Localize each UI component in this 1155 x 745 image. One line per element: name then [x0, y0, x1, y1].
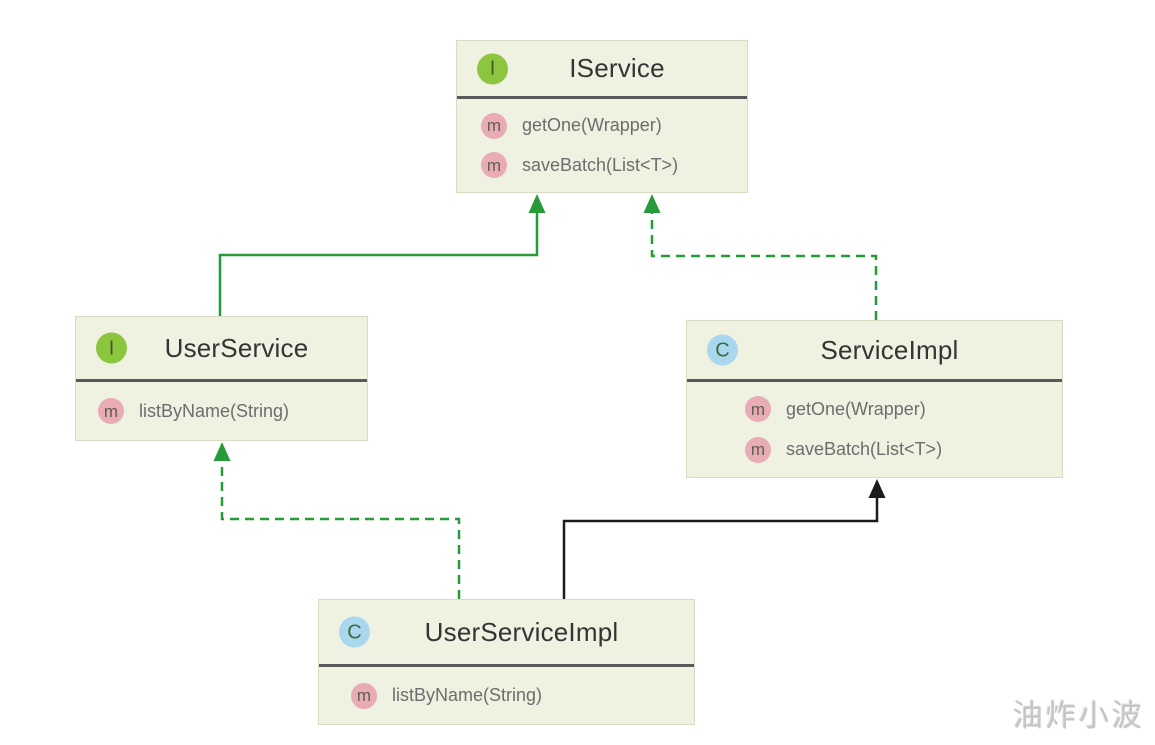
edge-serviceimpl-implements-iservice — [643, 194, 878, 320]
class-title: UserServiceImpl — [424, 616, 619, 647]
method-badge-icon: m — [745, 436, 771, 463]
method-label: listByName(String) — [392, 685, 543, 705]
method-row: m listByName(String) — [98, 398, 367, 424]
method-label: getOne(Wrapper) — [786, 398, 926, 419]
arrowhead-up-icon — [868, 479, 886, 498]
class-box-userserviceimpl[interactable]: C UserServiceImpl m listByName(String) — [318, 599, 695, 725]
class-header: I IService — [457, 41, 747, 99]
class-methods: m getOne(Wrapper) m saveBatch(List<T>) — [457, 99, 747, 192]
method-badge-icon: m — [481, 152, 507, 179]
arrowhead-up-icon — [643, 194, 661, 213]
watermark: 油炸小波 — [1013, 700, 1145, 733]
class-header: C ServiceImpl — [687, 321, 1062, 382]
arrowhead-up-icon — [213, 442, 231, 461]
class-title: ServiceImpl — [820, 334, 959, 365]
class-box-serviceimpl[interactable]: C ServiceImpl m getOne(Wrapper) m saveBa… — [686, 320, 1063, 478]
method-row: m getOne(Wrapper) — [481, 112, 747, 139]
method-badge-icon: m — [351, 682, 377, 709]
class-box-userservice[interactable]: I UserService m listByName(String) — [75, 316, 368, 441]
method-badge-icon: m — [98, 398, 124, 424]
method-row: m saveBatch(List<T>) — [745, 436, 1062, 463]
class-methods: m listByName(String) — [76, 382, 367, 440]
method-badge-icon: m — [481, 112, 507, 139]
method-label: listByName(String) — [139, 400, 290, 421]
class-methods: m getOne(Wrapper) m saveBatch(List<T>) — [687, 382, 1062, 477]
class-title: IService — [569, 53, 665, 83]
class-badge-icon: C — [339, 616, 370, 648]
method-label: getOne(Wrapper) — [522, 115, 662, 136]
method-badge-icon: m — [745, 396, 771, 423]
class-badge-icon: C — [707, 334, 738, 366]
class-box-iservice[interactable]: I IService m getOne(Wrapper) m saveBatch… — [456, 40, 748, 193]
interface-badge-icon: I — [477, 53, 508, 84]
class-header: C UserServiceImpl — [319, 600, 694, 667]
class-methods: m listByName(String) — [319, 667, 694, 724]
class-header: I UserService — [76, 317, 367, 382]
edge-userserviceimpl-extends-serviceimpl — [562, 479, 886, 599]
method-row: m saveBatch(List<T>) — [481, 152, 747, 179]
method-row: m listByName(String) — [351, 682, 694, 709]
class-title: UserService — [164, 332, 309, 363]
method-label: saveBatch(List<T>) — [522, 154, 679, 175]
interface-badge-icon: I — [96, 332, 127, 364]
method-label: saveBatch(List<T>) — [786, 439, 943, 460]
method-row: m getOne(Wrapper) — [745, 396, 1062, 423]
arrowhead-up-icon — [528, 194, 546, 213]
edge-userservice-extends-iservice — [218, 194, 546, 316]
edge-userserviceimpl-implements-userservice — [213, 442, 461, 599]
